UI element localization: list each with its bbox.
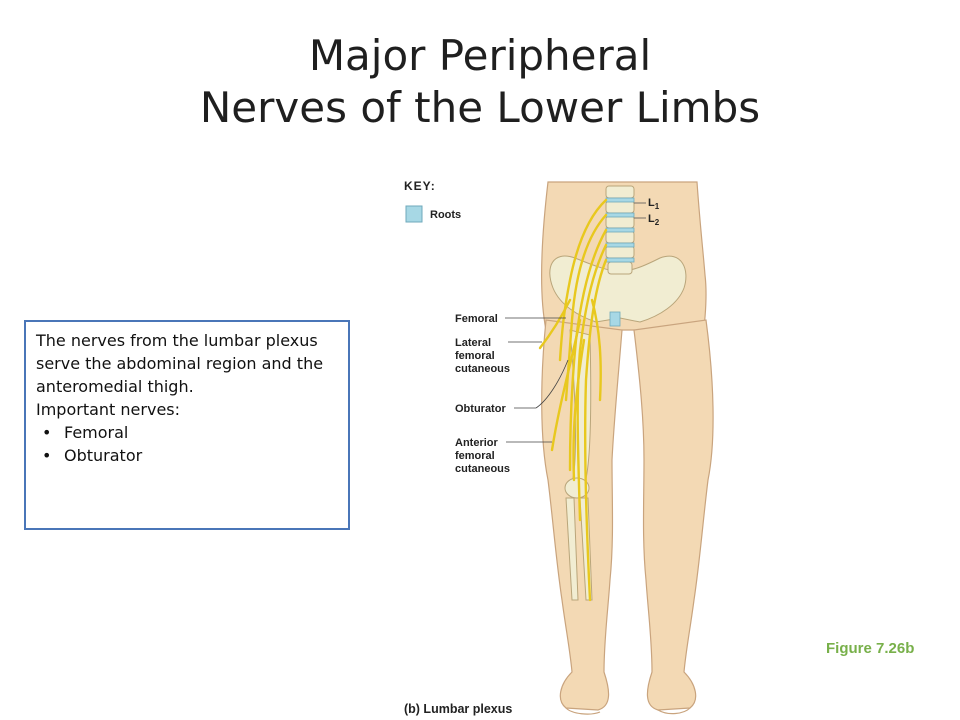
anterior-femoral-cutaneous-label: Anterior femoral cutaneous xyxy=(455,437,510,475)
nerve-list: Femoral Obturator xyxy=(36,421,338,467)
figure-number: Figure 7.26b xyxy=(826,640,915,657)
key-item-label: Roots xyxy=(430,209,461,221)
l1-label: L1 xyxy=(648,197,660,211)
title-line-1: Major Peripheral xyxy=(308,31,652,80)
title-line-2: Nerves of the Lower Limbs xyxy=(199,83,761,132)
figure-caption: (b) Lumbar plexus xyxy=(404,702,512,716)
slide-title: Major Peripheral Nerves of the Lower Lim… xyxy=(0,30,960,134)
nerve-list-item-obturator: Obturator xyxy=(42,444,338,467)
l2-label: L2 xyxy=(648,213,660,227)
info-box: The nerves from the lumbar plexus serve … xyxy=(24,320,350,530)
key-swatch xyxy=(405,205,423,223)
key-title: KEY: xyxy=(404,179,436,193)
vertebra-leader-lines xyxy=(634,202,646,219)
obturator-label: Obturator xyxy=(455,403,506,415)
nerves xyxy=(538,198,608,602)
lateral-femoral-cutaneous-label: Lateral femoral cutaneous xyxy=(455,337,510,375)
nerve-leader-lines xyxy=(505,317,569,443)
info-subheading: Important nerves: xyxy=(36,400,181,419)
nerve-list-item-femoral: Femoral xyxy=(42,421,338,444)
femoral-label: Femoral xyxy=(455,313,498,325)
info-paragraph: The nerves from the lumbar plexus serve … xyxy=(36,331,324,396)
